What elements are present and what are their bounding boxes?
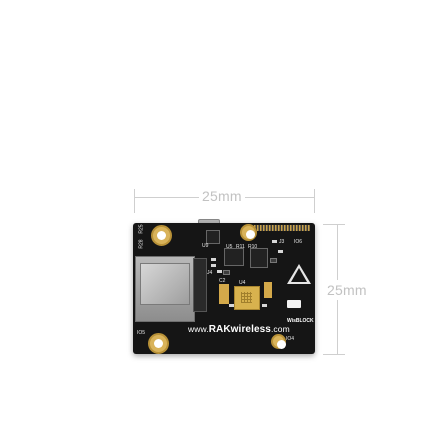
silk-j4: J4 — [207, 270, 213, 276]
nano-sim-slot — [135, 256, 195, 322]
mounting-hole-top-left — [151, 225, 172, 246]
gold-chip-u4 — [234, 286, 260, 310]
url-prefix: www. — [188, 324, 209, 334]
silk-u9: U9 — [202, 243, 209, 249]
mounting-hole-bottom-left — [148, 333, 169, 354]
warning-triangle-icon — [287, 264, 311, 284]
silk-j3: J3 — [279, 239, 285, 245]
silk-c2: C2 — [219, 278, 226, 284]
silk-io5: IO5 — [137, 330, 146, 336]
height-dimension-label: 25mm — [326, 280, 368, 300]
height-dimension-tick-bottom — [323, 354, 345, 355]
smd-component — [223, 270, 230, 275]
width-dimension-label: 25mm — [199, 188, 245, 204]
mounting-hole-bottom-right — [271, 334, 286, 349]
wisblock-label: WisBLOCK — [287, 318, 314, 324]
smd-component — [262, 304, 267, 307]
url-suffix: .com — [270, 324, 290, 334]
silk-u5: U5 — [226, 244, 233, 250]
width-dimension-tick-left — [134, 189, 135, 213]
sim-slot-edge — [193, 258, 207, 312]
mounting-hole-top-right — [240, 224, 257, 241]
silk-r10: R10 — [248, 244, 258, 250]
smd-component — [272, 240, 277, 243]
board-to-board-connector — [254, 225, 310, 231]
ic-u9 — [206, 230, 220, 244]
smd-component — [270, 258, 277, 263]
smd-component — [211, 264, 216, 267]
smd-component — [229, 304, 234, 307]
smd-component — [278, 250, 283, 253]
width-dimension-tick-right — [314, 189, 315, 213]
gold-pad — [219, 284, 229, 304]
smd-component — [211, 258, 216, 261]
height-dimension-tick-top — [323, 224, 345, 225]
ic-u5 — [224, 248, 244, 266]
silk-u4: U4 — [239, 280, 246, 286]
silk-r25: R25 — [138, 224, 145, 234]
gold-pad — [264, 282, 272, 298]
silk-r11: R11 — [236, 244, 245, 250]
sim-slot-cover — [140, 263, 190, 305]
url-brand: RAKwireless — [208, 324, 271, 335]
ic-block-right — [250, 248, 268, 268]
silk-io4: IO4 — [286, 336, 295, 342]
silk-io6: IO6 — [294, 239, 303, 245]
silk-r28: R28 — [138, 239, 145, 249]
website-url: www.RAKwireless.com — [188, 324, 290, 335]
smd-component — [217, 270, 222, 273]
white-connector — [287, 300, 301, 308]
